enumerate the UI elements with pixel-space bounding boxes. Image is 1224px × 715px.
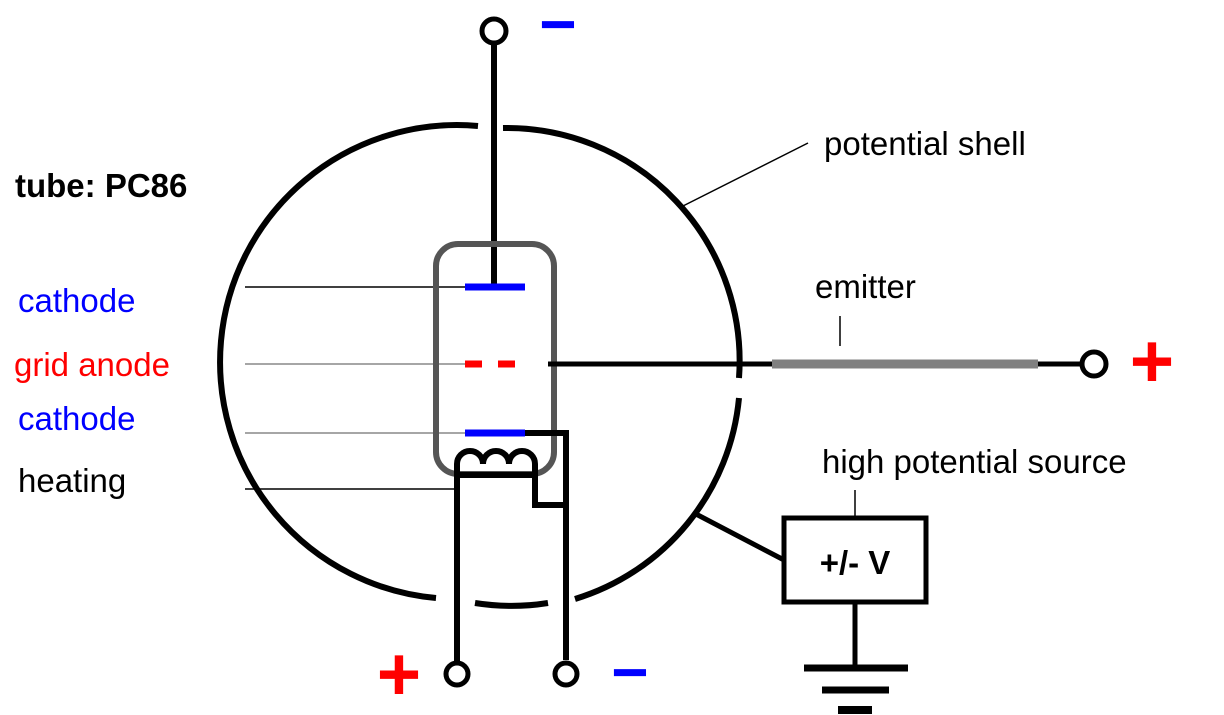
potential-shell xyxy=(217,122,743,609)
shell-arc-left xyxy=(217,122,479,601)
right-terminal-sign: + xyxy=(1130,319,1174,404)
shell-arc-lower-right xyxy=(574,397,742,602)
bottom-right-terminal-sign: − xyxy=(611,636,648,708)
diagram-title: tube: PC86 xyxy=(15,167,187,204)
shell-to-source-wire xyxy=(692,510,786,563)
bottom-left-terminal-circle xyxy=(443,660,471,688)
shell-arc-upper xyxy=(502,124,743,379)
top-terminal-sign: − xyxy=(539,0,576,60)
label-emitter: emitter xyxy=(815,268,916,305)
shell-arc-bottom xyxy=(474,600,549,609)
top-terminal-circle xyxy=(479,16,509,46)
bottom-left-terminal-sign: + xyxy=(377,632,421,715)
label-cathode-top: cathode xyxy=(18,282,135,319)
label-heating: heating xyxy=(18,462,126,499)
ground-icon xyxy=(804,664,908,714)
right-terminal-circle xyxy=(1079,349,1109,379)
heater xyxy=(454,430,569,672)
leader-potential-shell xyxy=(680,142,809,208)
bottom-right-terminal-circle xyxy=(552,660,580,688)
source-box-label: +/- V xyxy=(820,544,891,581)
label-potential-shell: potential shell xyxy=(824,125,1026,162)
label-grid-anode: grid anode xyxy=(14,346,170,383)
heater-filament xyxy=(454,430,569,672)
label-high-potential-source: high potential source xyxy=(822,443,1127,480)
leader-lines xyxy=(245,142,856,516)
label-cathode-bottom: cathode xyxy=(18,400,135,437)
